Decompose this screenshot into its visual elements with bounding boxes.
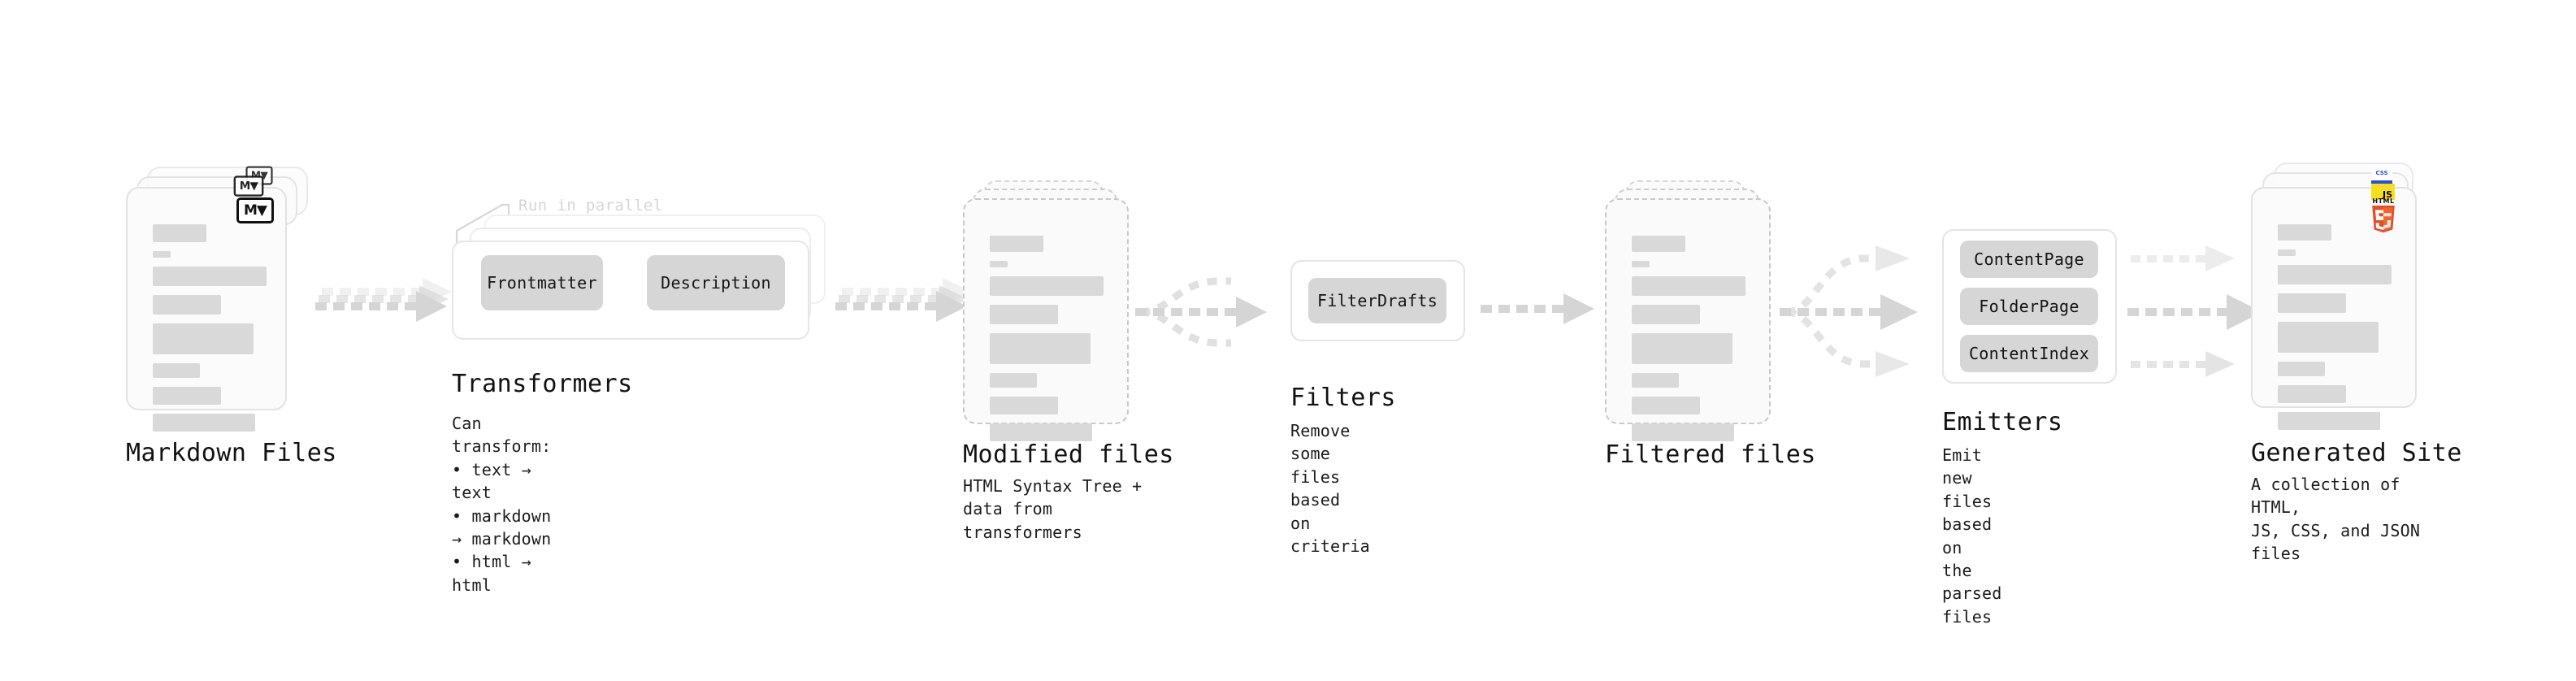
stage-title-generated-site: Generated Site [2251,439,2462,467]
skeleton-bar [990,261,1008,267]
emitters-chip-contentindex: ContentIndex [1960,335,2098,372]
transformer-chip-frontmatter: Frontmatter [481,255,603,310]
skeleton-bar [153,224,206,242]
skeleton-bar [990,276,1104,296]
stage-title-transformers: Transformers [452,370,633,398]
arrow-emitters-to-site [2127,245,2262,377]
js-badge: JS [2371,184,2395,200]
skeleton-bar [2278,412,2380,430]
modified-skeleton [990,236,1104,450]
run-in-parallel-leader [455,203,510,245]
css-badge-label: CSS [2375,170,2388,176]
skeleton-bar [1632,276,1746,296]
stage-subtitle-modified-files: HTML Syntax Tree + data from transformer… [963,476,1143,542]
stage-title-filtered-files: Filtered files [1605,440,1816,469]
stage-filtered-files: Filtered files [1605,180,1815,469]
filtered-card-front [1605,198,1771,441]
skeleton-bar [990,333,1091,364]
skeleton-bar [1632,373,1679,388]
markdown-badge: M▼ [236,197,274,223]
markdown-card-stack: M▼ M▼ M▼ [126,166,313,432]
stage-subtitle-transformers: Can transform: • text → text • markdown … [452,414,552,595]
modified-card-front [963,198,1129,441]
stage-markdown-files: M▼ M▼ M▼ Markdown Files [126,166,336,467]
arrow-transformers-to-modified [835,278,972,322]
skeleton-bar [990,373,1037,388]
skeleton-bar [153,387,221,405]
stage-title-emitters: Emitters [1942,408,2063,436]
emitters-chip-contentpage: ContentPage [1960,241,2098,278]
stage-title-markdown-files: Markdown Files [126,439,337,467]
skeleton-bar [1632,423,1734,441]
transformer-chip-description: Description [647,255,785,310]
filters-chip-filterdrafts: FilterDrafts [1308,278,1446,323]
skeleton-bar [2278,224,2331,241]
markdown-skeleton [153,224,267,440]
skeleton-bar [1632,305,1700,324]
modified-card-stack [963,180,1150,441]
stage-modified-files: Modified files HTML Syntax Tree + data f… [963,180,1173,542]
transformer-chip-frontmatter-label: Frontmatter [487,273,597,293]
site-skeleton [2278,224,2392,439]
css-badge: CSS [2371,171,2392,184]
filtered-skeleton [1632,236,1746,450]
skeleton-bar [2278,322,2379,353]
html5-badge-label: HTML [2372,197,2395,205]
site-card-stack: CSS JS HTML [2251,163,2446,430]
stage-subtitle-generated-site: A collection of HTML, JS, CSS, and JSON … [2251,475,2421,564]
skeleton-bar [153,295,221,314]
skeleton-bar [153,363,200,378]
run-in-parallel-label: Run in parallel [518,197,663,215]
skeleton-bar [153,267,267,286]
markdown-badge-back-1: M▼ [233,176,264,197]
arrow-filtered-to-emitters [1780,245,1918,377]
arrow-modified-to-filters [1135,277,1267,347]
skeleton-bar [990,397,1058,414]
skeleton-bar [2278,362,2325,376]
skeleton-bar [1632,236,1685,252]
stage-generated-site: CSS JS HTML Generated Site A collectio [2251,163,2461,563]
skeleton-bar [990,423,1092,441]
transformer-chip-description-label: Description [661,273,771,293]
skeleton-bar [2278,385,2346,403]
skeleton-bar [990,305,1058,324]
skeleton-bar [2278,265,2392,284]
js-badge-label: JS [2382,189,2392,200]
stage-subtitle-filters: Remove some files based on criteria [1290,421,1370,556]
skeleton-bar [2278,249,2296,256]
filters-chip-filterdrafts-label: FilterDrafts [1316,291,1438,310]
arrow-md-to-transformers [315,278,452,322]
emitters-chip-folderpage: FolderPage [1960,288,2098,325]
emitters-chip-contentindex-label: ContentIndex [1968,344,2090,363]
skeleton-bar [153,323,254,354]
stage-subtitle-emitters: Emit new files based on the parsed files [1942,445,2002,627]
stage-title-modified-files: Modified files [963,440,1174,469]
skeleton-bar [153,414,255,432]
emitters-chip-contentpage-label: ContentPage [1974,249,2084,269]
skeleton-bar [990,236,1043,252]
markdown-card-front [126,187,287,432]
skeleton-bar [1632,261,1650,267]
skeleton-bar [153,251,171,258]
stage-title-filters: Filters [1290,384,1396,412]
arrow-filters-to-filtered [1481,293,1594,324]
filtered-card-stack [1605,180,1792,441]
html5-shield-icon [2372,206,2395,233]
skeleton-bar [2278,293,2346,313]
html5-badge: HTML [2368,198,2399,234]
skeleton-bar [1632,397,1700,414]
skeleton-bar [1632,333,1733,364]
emitters-chip-folderpage-label: FolderPage [1979,297,2079,316]
